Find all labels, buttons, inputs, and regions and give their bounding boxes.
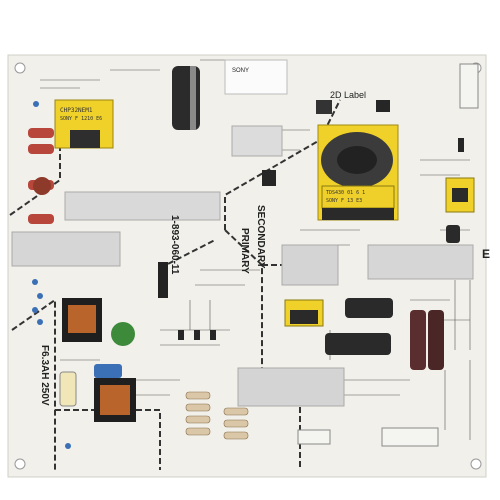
mid-transformer-core [290, 310, 318, 324]
label-sticker [224, 59, 288, 95]
transformer-code-2: SONY F 13 E3 [326, 198, 362, 204]
heatsink-top-mid [231, 125, 283, 157]
connector [158, 262, 168, 298]
connector [459, 63, 479, 109]
isolation-line [9, 99, 341, 470]
primary-label: PRIMARY [239, 228, 250, 274]
mount-hole [14, 458, 26, 470]
small-transformer-core [70, 130, 100, 148]
heatsink-mid [281, 244, 339, 286]
varistor [111, 322, 135, 346]
secondary-label: SECONDARY [255, 205, 266, 269]
bulk-capacitor-stripe [190, 66, 196, 130]
isolation-line [11, 298, 161, 470]
chip-code-2: SONY F 1210 E6 [60, 116, 102, 122]
heatsink-right [367, 244, 474, 280]
heatsink-top-left [64, 191, 221, 221]
corner-mark: E [482, 247, 490, 261]
black-components [178, 100, 464, 340]
blue-capacitor [94, 364, 122, 378]
heatsink-left [11, 231, 121, 267]
red-capacitor [28, 214, 54, 224]
capacitor [446, 225, 460, 243]
mount-hole [14, 62, 26, 74]
red-capacitor [28, 128, 54, 138]
transformer-code: TDS430 01 6 1 [326, 190, 365, 196]
brand-text: SONY [232, 68, 249, 74]
capacitor [345, 298, 393, 318]
label-2d: 2D Label [330, 90, 366, 100]
transformer-base [322, 208, 394, 220]
qr-code [316, 100, 332, 114]
fuse [59, 371, 77, 407]
thermistor [33, 177, 51, 195]
heatsink-bottom [237, 367, 345, 407]
chip-code-1: CHP32NEM1 [60, 107, 93, 114]
connector [381, 427, 439, 447]
fuse-rating: F6.3AH 250V [39, 345, 50, 406]
choke-winding [100, 385, 130, 415]
capacitor [325, 333, 391, 355]
part-number: 1-893-060-11 [169, 215, 180, 275]
transformer-coil [337, 146, 377, 174]
red-capacitor [28, 144, 54, 154]
connector [297, 429, 331, 445]
mount-hole [470, 458, 482, 470]
aux-transformer-core [452, 188, 468, 202]
capacitor [428, 310, 444, 370]
choke-winding [68, 305, 96, 333]
capacitor [410, 310, 426, 370]
resistors [185, 391, 249, 440]
blue-diodes [32, 101, 71, 449]
